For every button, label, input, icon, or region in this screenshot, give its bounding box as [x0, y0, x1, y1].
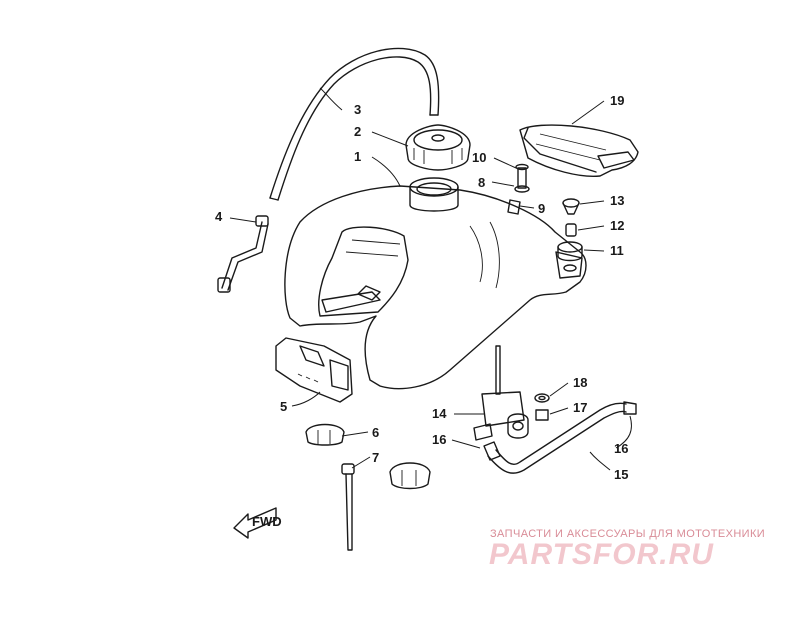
tank-bracket	[275, 337, 353, 403]
callout-14: 14	[432, 406, 447, 421]
callout-16-right: 16	[614, 441, 628, 456]
callout-13: 13	[610, 193, 624, 208]
hose-clamps	[305, 423, 431, 490]
callout-9: 9	[538, 201, 545, 216]
screw-washer-grommet	[507, 163, 530, 215]
vent-hose	[269, 47, 440, 201]
forward-arrow: FWD	[233, 507, 282, 539]
callout-11: 11	[610, 243, 624, 258]
callout-1: 1	[354, 149, 361, 164]
callout-19: 19	[610, 93, 624, 108]
callout-15: 15	[614, 467, 628, 482]
callout-3: 3	[354, 102, 361, 117]
callout-10: 10	[472, 150, 486, 165]
callout-2: 2	[354, 124, 361, 139]
callout-17: 17	[573, 400, 587, 415]
watermark-brand: PARTSFOR.RU	[489, 538, 714, 571]
callout-7: 7	[372, 450, 379, 465]
filler-cap	[405, 124, 471, 171]
valve-screw-washer	[534, 393, 550, 421]
callout-16-left: 16	[432, 432, 446, 447]
fuel-hose	[483, 401, 637, 474]
callout-labels: 1 2 3 4 5 6 7 8 9 10 11 12 13 14 15 16 1…	[215, 93, 628, 482]
leader-lines	[229, 87, 632, 471]
callout-4: 4	[215, 209, 223, 224]
mount-grommet-set	[557, 198, 583, 262]
tank-cover	[519, 124, 639, 178]
callout-5: 5	[280, 399, 287, 414]
callout-8: 8	[478, 175, 485, 190]
watermark-tagline: ЗАПЧАСТИ И АКСЕССУАРЫ ДЛЯ МОТОТЕХНИКИ	[490, 528, 766, 540]
callout-12: 12	[610, 218, 624, 233]
fwd-label: FWD	[252, 514, 282, 529]
callout-6: 6	[372, 425, 379, 440]
small-bent-hose	[217, 215, 269, 293]
fuel-valve	[473, 345, 529, 441]
callout-18: 18	[573, 375, 587, 390]
fuel-tank	[284, 177, 587, 390]
cable-tie	[341, 463, 355, 551]
